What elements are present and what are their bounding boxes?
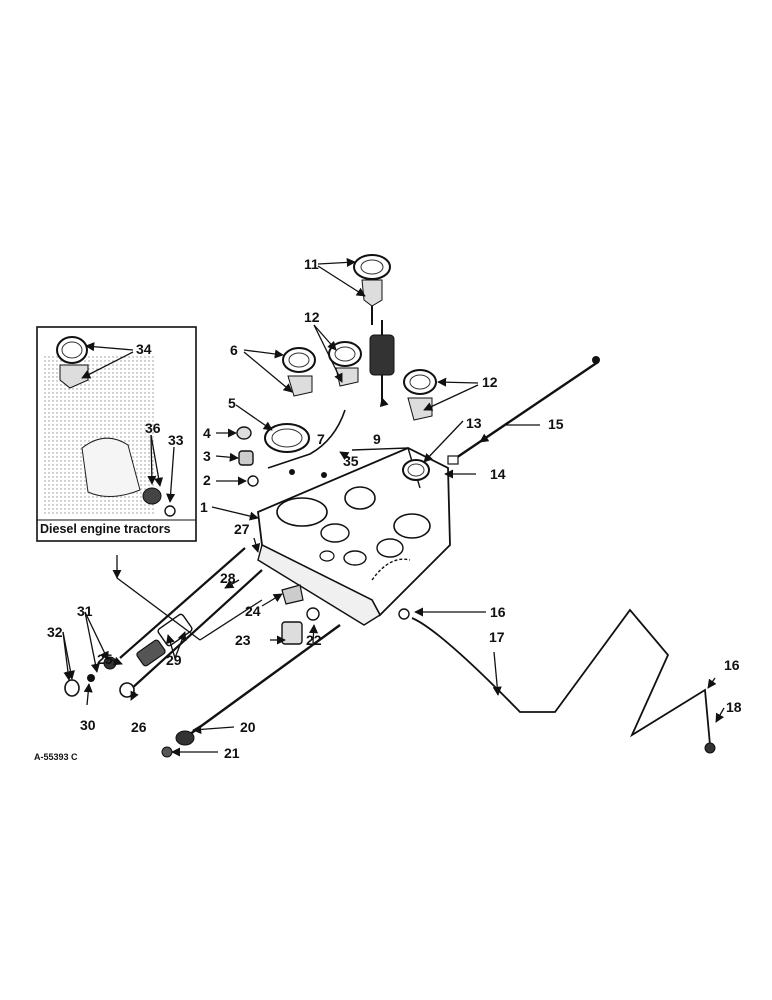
instrument-panel [257,447,451,626]
callout-5: 5 [228,395,236,411]
callout-2: 2 [203,472,211,488]
switch-11 [369,320,395,405]
callout-16b: 16 [724,657,740,673]
drawing-id: A-55393 C [34,752,78,762]
callout-11: 9 [373,431,381,447]
callout-1: 1 [200,499,208,515]
callout-7: 7 [317,431,325,447]
callout-29: 29 [166,652,182,668]
callout-25: 25 [97,651,113,667]
callout-23: 23 [235,632,251,648]
callout-28: 28 [220,570,236,586]
callout-21: 21 [224,745,240,761]
diesel-inset [36,326,197,542]
callout-18: 18 [726,699,742,715]
gauge-9 [353,254,391,325]
callout-6: 6 [230,342,238,358]
callout-16a: 16 [490,604,506,620]
callout-4: 4 [203,425,211,441]
callout-32: 32 [47,624,63,640]
callout-17: 17 [489,629,505,645]
gauge-5 [264,423,310,453]
callout-9: 11 [304,256,319,272]
gauge-12 [403,369,437,421]
cable-15 [449,361,599,463]
callout-31: 31 [77,603,93,619]
callout-35: 35 [343,453,359,469]
callout-15: 15 [548,416,564,432]
callout-8: 12 [304,309,320,325]
callout-36: 36 [145,420,161,436]
callout-34: 34 [136,341,152,357]
callout-13: 13 [466,415,482,431]
gauge-6 [282,347,316,397]
callout-27: 27 [234,521,250,537]
callout-12: 12 [482,374,498,390]
small-parts [236,426,259,487]
inset-caption: Diesel engine tractors [40,522,171,536]
callout-14: 14 [490,466,506,482]
callout-30: 30 [80,717,96,733]
callout-26: 26 [131,719,147,735]
wire-7 [267,409,346,469]
callout-3: 3 [203,448,211,464]
callout-22: 22 [306,632,322,648]
callout-20: 20 [240,719,256,735]
callout-24: 24 [245,603,261,619]
gauge-13 [402,459,430,481]
callout-33: 33 [168,432,184,448]
gauge-8 [328,341,362,387]
leader-lines [62,257,725,757]
tube-17 [411,608,711,746]
